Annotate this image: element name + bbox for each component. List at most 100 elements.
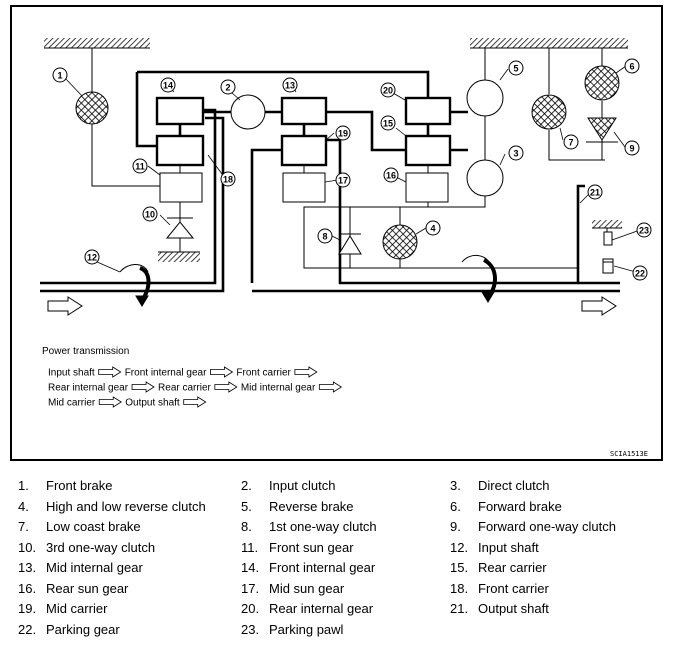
callout-19: 19 bbox=[335, 125, 351, 141]
svg-text:5: 5 bbox=[513, 64, 518, 74]
legend-item: 2. Input clutch bbox=[241, 478, 336, 493]
flow-arrow-icon bbox=[214, 381, 238, 393]
power-flow-step: Mid internal gear bbox=[241, 383, 316, 394]
rear-carrier-box bbox=[404, 134, 452, 167]
legend-item: 5.Reverse brake bbox=[241, 499, 354, 514]
callout-6: 6 bbox=[624, 58, 640, 74]
legend-item: 3.Direct clutch bbox=[450, 478, 550, 493]
legend-label: Parking gear bbox=[46, 621, 120, 637]
ground-hatch-right bbox=[470, 38, 628, 48]
legend-number: 17. bbox=[241, 580, 260, 596]
mid-carrier-box bbox=[280, 134, 328, 167]
svg-text:18: 18 bbox=[223, 175, 233, 185]
callout-14: 14 bbox=[160, 77, 176, 93]
svg-text:12: 12 bbox=[87, 253, 97, 263]
flow-arrow-icon bbox=[294, 366, 318, 378]
svg-text:22: 22 bbox=[635, 269, 645, 279]
callout-7: 7 bbox=[563, 134, 579, 150]
legend-label: Front sun gear bbox=[269, 539, 354, 555]
3rd-one-way-clutch-symbol bbox=[165, 221, 195, 239]
legend-number: 20. bbox=[241, 601, 260, 616]
legend-number: 2. bbox=[241, 478, 252, 493]
input-direction-arrow bbox=[47, 296, 83, 316]
front-carrier-box bbox=[155, 134, 205, 167]
callout-1: 1 bbox=[52, 67, 68, 83]
callout-20: 20 bbox=[380, 82, 396, 98]
legend-label: Forward one-way clutch bbox=[478, 519, 616, 534]
legend-label: Input clutch bbox=[269, 478, 336, 493]
ground-hatch-pawl bbox=[592, 220, 622, 228]
1st-one-way-clutch-symbol bbox=[338, 235, 362, 255]
rotation-arrow-input bbox=[119, 264, 151, 307]
svg-text:21: 21 bbox=[590, 188, 600, 198]
legend-number: 6. bbox=[450, 498, 461, 514]
front-brake-circle bbox=[75, 91, 109, 125]
power-flow-step: Output shaft bbox=[125, 398, 180, 409]
callout-10: 10 bbox=[142, 206, 158, 222]
flow-arrow-icon bbox=[98, 396, 122, 408]
legend-number: 5. bbox=[241, 498, 252, 514]
legend-number: 3. bbox=[450, 478, 461, 493]
svg-text:1: 1 bbox=[57, 71, 62, 81]
parking-pawl-shape bbox=[603, 231, 613, 246]
reverse-brake-circle bbox=[466, 79, 504, 117]
high-low-reverse-clutch-circle bbox=[382, 224, 418, 260]
svg-text:20: 20 bbox=[383, 86, 393, 96]
legend-item: 12.Input shaft bbox=[450, 540, 539, 555]
legend-label: Low coast brake bbox=[46, 519, 141, 534]
rear-sun-gear-box bbox=[405, 172, 449, 203]
legend-item: 20. Rear internal gear bbox=[241, 601, 373, 616]
legend-item: 9. Forward one-way clutch bbox=[450, 519, 616, 534]
legend-item: 6.Forward brake bbox=[450, 499, 562, 514]
legend-label: Output shaft bbox=[478, 601, 549, 616]
output-direction-arrow bbox=[581, 296, 617, 316]
legend-label: Mid carrier bbox=[46, 601, 108, 616]
ground-hatch-left bbox=[44, 38, 150, 48]
legend-number: 9. bbox=[450, 519, 461, 534]
legend-item: 23.Parking pawl bbox=[241, 622, 343, 637]
legend-label: Rear carrier bbox=[478, 560, 547, 575]
callout-12: 12 bbox=[84, 249, 100, 265]
legend-label: Front carrier bbox=[478, 580, 549, 596]
svg-text:11: 11 bbox=[135, 162, 145, 172]
input-clutch-circle bbox=[230, 94, 266, 130]
direct-clutch-circle bbox=[466, 159, 504, 197]
mid-sun-gear-box bbox=[282, 172, 326, 203]
legend-item: 16.Rear sun gear bbox=[18, 581, 128, 596]
legend-number: 23. bbox=[241, 621, 260, 637]
legend-item: 18. Front carrier bbox=[450, 581, 549, 596]
legend-number: 14. bbox=[241, 560, 260, 575]
legend-number: 18. bbox=[450, 580, 469, 596]
legend-number: 4. bbox=[18, 498, 29, 514]
parking-gear-shape bbox=[602, 258, 614, 274]
svg-text:8: 8 bbox=[322, 232, 327, 242]
callout-23: 23 bbox=[636, 222, 652, 238]
legend-number: 8. bbox=[241, 519, 252, 534]
svg-text:16: 16 bbox=[386, 171, 396, 181]
power-flow-step: Input shaft bbox=[48, 368, 95, 379]
legend-item: 19.Mid carrier bbox=[18, 601, 107, 616]
diagram-frame bbox=[10, 5, 663, 461]
legend-item: 10.3rd one-way clutch bbox=[18, 540, 155, 555]
legend-label: High and low reverse clutch bbox=[46, 498, 206, 514]
callout-21: 21 bbox=[587, 184, 603, 200]
callout-9: 9 bbox=[624, 140, 640, 156]
legend-item: 13.Mid internal gear bbox=[18, 560, 143, 575]
front-sun-gear-box bbox=[159, 172, 203, 203]
rear-internal-gear-box bbox=[404, 96, 452, 126]
legend-number: 15. bbox=[450, 560, 469, 575]
legend-label: Rear internal gear bbox=[269, 601, 374, 616]
legend-label: Input shaft bbox=[478, 539, 539, 555]
svg-text:19: 19 bbox=[338, 129, 348, 139]
legend-label: 1st one-way clutch bbox=[269, 519, 377, 534]
low-coast-brake-circle bbox=[531, 94, 567, 130]
legend-row: 4. High and low reverse clutch 5.Reverse b… bbox=[18, 499, 678, 520]
callout-18: 18 bbox=[220, 171, 236, 187]
flow-arrow-icon bbox=[98, 366, 122, 378]
legend-item: 17.Mid sun gear bbox=[241, 581, 344, 596]
